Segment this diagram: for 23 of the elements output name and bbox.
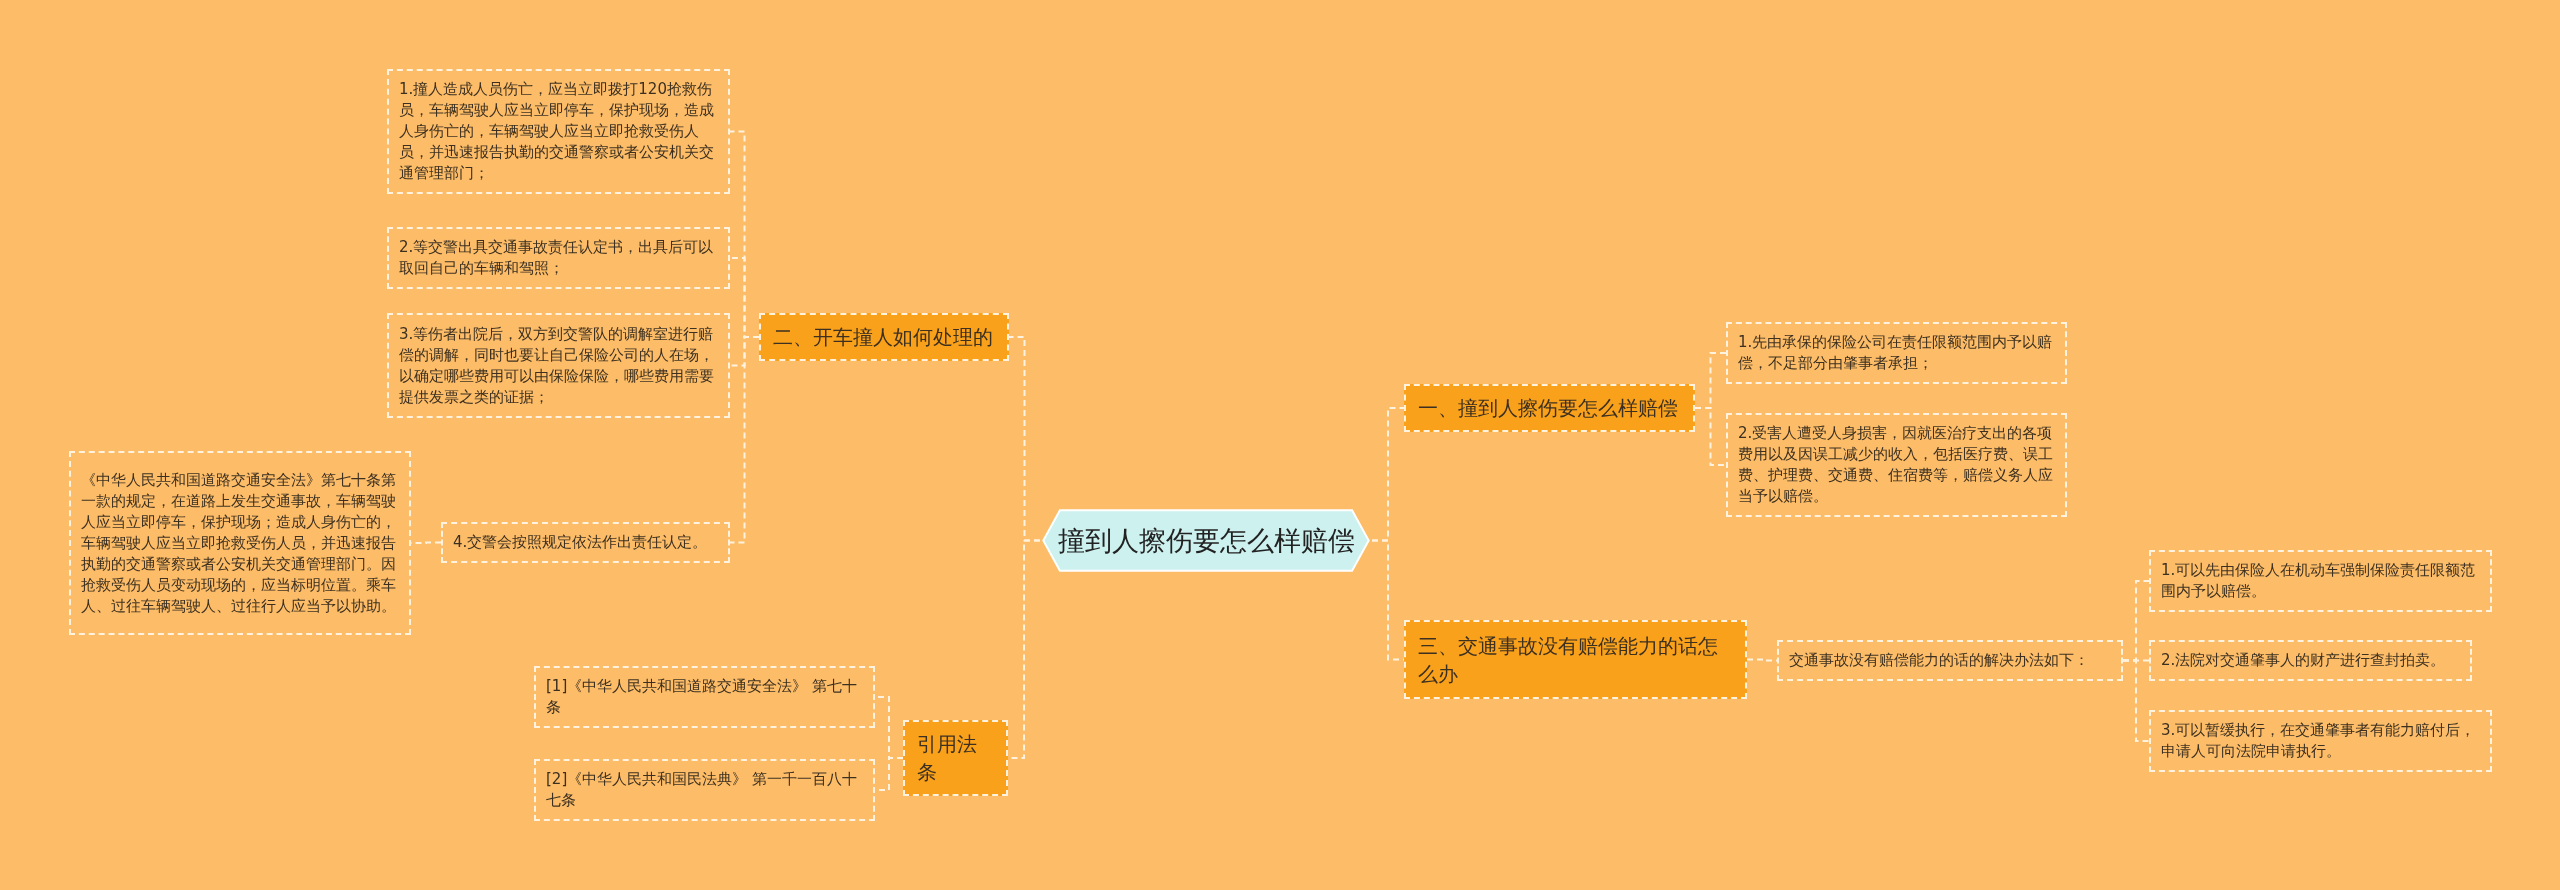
connector-line bbox=[2122, 659, 2150, 742]
note-box: 1.撞人造成人员伤亡，应当立即拨打120抢救伤员，车辆驾驶人应当立即停车，保护现场，造成人身伤亡的，车辆驾驶人应当立即抢救受伤人员，并迅速报告执勤的交通警察或者公安机关交通管理部门； bbox=[387, 69, 730, 194]
note-box: 4.交警会按照规定依法作出责任认定。 bbox=[441, 522, 730, 563]
branch-box: 引用法条 bbox=[903, 720, 1008, 796]
branch-box: 三、交通事故没有赔偿能力的话怎么办 bbox=[1404, 620, 1747, 699]
central-topic: 撞到人擦伤要怎么样赔偿 bbox=[1040, 509, 1372, 572]
note-box: 交通事故没有赔偿能力的话的解决办法如下： bbox=[1777, 640, 2123, 681]
connector-line bbox=[1694, 407, 1727, 466]
note-box: 1.可以先由保险人在机动车强制保险责任限额范围内予以赔偿。 bbox=[2149, 550, 2492, 612]
connector-line bbox=[729, 336, 760, 544]
connector-line bbox=[1746, 658, 1778, 662]
note-box: 3.等伤者出院后，双方到交警队的调解室进行赔偿的调解，同时也要让自己保险公司的人在场，以确定哪些费用可以由保险保险，哪些费用需要提供发票之类的证据； bbox=[387, 313, 730, 418]
branch-box: 一、撞到人擦伤要怎么样赔偿 bbox=[1404, 384, 1695, 432]
note-box: 3.可以暂缓执行，在交通肇事者有能力赔付后，申请人可向法院申请执行。 bbox=[2149, 710, 2492, 772]
note-box: 2.法院对交通肇事人的财产进行查封拍卖。 bbox=[2149, 640, 2472, 681]
note-box: 2.受害人遭受人身损害，因就医治疗支出的各项费用以及因误工减少的收入，包括医疗费、误工费、护理费、交通费、住宿费等，赔偿义务人应当予以赔偿。 bbox=[1726, 413, 2067, 517]
note-box: [2]《中华人民共和国民法典》 第一千一百八十七条 bbox=[534, 759, 875, 821]
note-box: [1]《中华人民共和国道路交通安全法》 第七十条 bbox=[534, 666, 875, 728]
note-box: 1.先由承保的保险公司在责任限额范围内予以赔偿，不足部分由肇事者承担； bbox=[1726, 322, 2067, 384]
connector-line bbox=[410, 541, 442, 544]
branch-box: 二、开车撞人如何处理的 bbox=[759, 313, 1009, 361]
note-box: 《中华人民共和国道路交通安全法》第七十条第一款的规定，在道路上发生交通事故，车辆驾驶人应当立即停车，保护现场；造成人身伤亡的，车辆驾驶人应当立即抢救受伤人员，并迅速报告执勤的交通警察或者公安机关交通管理部门。因抢救受伤人员变动现场的，应当标明位置。乘车人、过往车辆驾驶人、过往行人应当予以协助。 bbox=[69, 451, 411, 635]
note-box: 2.等交警出具交通事故责任认定书，出具后可以取回自己的车辆和驾照； bbox=[387, 227, 730, 289]
